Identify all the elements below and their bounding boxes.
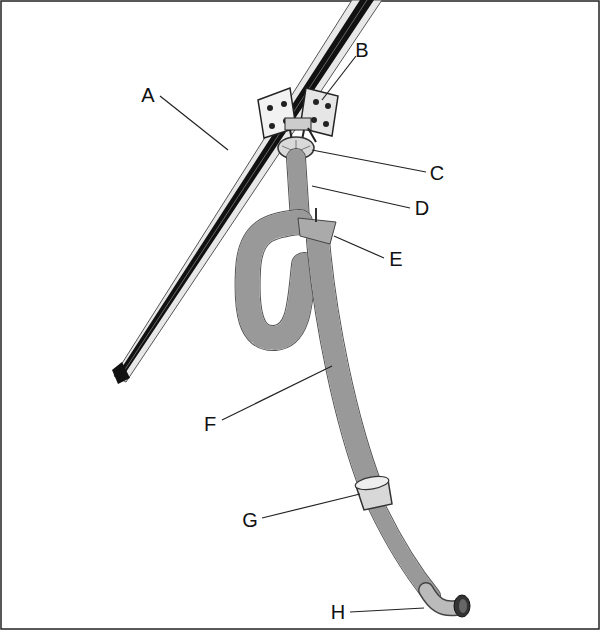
callout-letter: G (242, 510, 258, 530)
callout-letter: C (430, 163, 444, 183)
hose (248, 158, 432, 596)
hose-reducer (354, 474, 392, 510)
callout-letter: A (141, 85, 154, 105)
exhaust-nozzle (426, 590, 470, 617)
hose-clamp (298, 208, 336, 244)
callout-letter: E (389, 249, 402, 269)
trolley (258, 88, 338, 142)
callout-letter: F (204, 414, 216, 434)
callout-letter: H (331, 602, 345, 622)
callout-letter: B (355, 40, 368, 60)
callout-letter: D (415, 198, 429, 218)
leader-lines (160, 56, 426, 612)
